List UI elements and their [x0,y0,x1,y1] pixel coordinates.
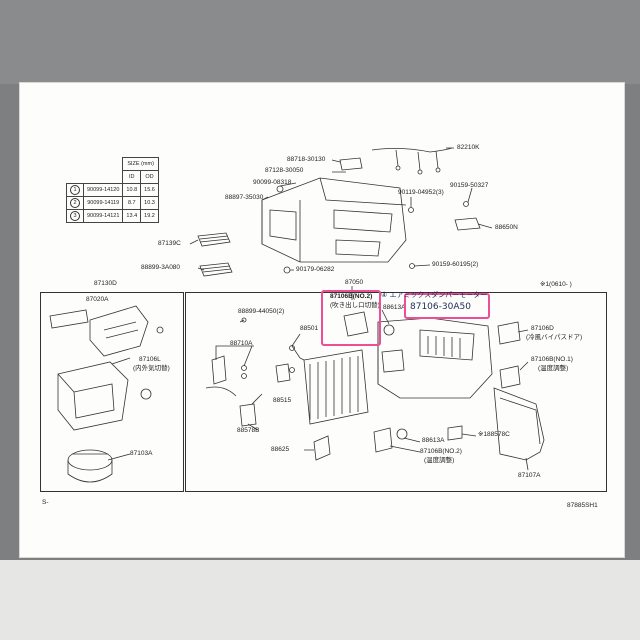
part-label-90159a: 90159-50327 [450,182,489,189]
part-number: 90099-14120 [82,183,124,197]
part-note-87106B-top: (吹き出し口切替) [330,302,380,309]
inner-diameter: 8.7 [122,196,142,210]
outer-diameter: 19.2 [140,209,159,223]
handwritten-note: ④ エアミックスダンパーモーター [381,291,488,299]
part-label-88718: 88718-30130 [287,156,326,163]
size-table-col-id: ID [122,170,142,184]
blower-section-box [40,292,184,492]
row-number: 3 [70,211,80,221]
part-number: 90099-14119 [82,196,124,210]
handwritten-part-number: 87106-30A50 [410,302,471,312]
highlight-box-part-number [404,293,490,319]
evaporator-section-box [185,292,607,492]
part-label-87103: 87103A [130,450,153,457]
outer-diameter: 10.3 [140,196,159,210]
outer-diameter: 15.6 [140,183,159,197]
part-label-87128: 87128-30050 [265,167,304,174]
row-number: 1 [70,185,80,195]
part-label-87020: 87020A [86,296,109,303]
size-table-header: SIZE (mm) [122,157,159,171]
footer-right: 87885SH1 [567,502,598,509]
part-label-88625: 88625 [271,446,290,453]
table-row: 1 90099-14120 10.8 15.6 [66,183,159,197]
part-label-90099: 90099-08318 [253,179,292,186]
part-label-87106B-right: 87106B(NO.1) [531,356,573,363]
part-label-88710: 88710A [230,340,253,347]
part-label-87106D: 87106D [531,325,554,332]
row-number: 2 [70,198,80,208]
part-label-88578C: ※188578C [478,431,510,438]
part-label-87106B-bottom: 87106B(NO.2) [420,448,462,455]
part-label-87106B-top: 87106B(NO.2) [330,293,373,300]
part-label-90119: 90119-04952(3) [398,189,444,196]
table-row: 3 90099-14121 13.4 19.2 [66,209,159,223]
part-label-88613-bottom: 88613A [422,437,445,444]
part-number: 90099-14121 [82,209,124,223]
part-label-88650: 88650N [495,224,518,231]
part-note-87106B-right: (温度調整) [538,365,569,372]
part-label-88613-top: 88613A [383,304,406,311]
part-note-87106D: (冷風バイパスドア) [526,334,583,341]
part-label-87107: 87107A [518,472,541,479]
size-table-col-od: OD [140,170,159,184]
footer-left: S- [42,499,49,506]
background-bottom [0,560,640,640]
part-note-87106L: (内外気切替) [133,365,170,372]
inner-diameter: 13.4 [122,209,142,223]
part-label-88899b: 88899-44050(2) [238,308,285,315]
part-label-88515: 88515 [273,397,292,404]
part-label-88578: 88578B [237,427,260,434]
part-label-87050: 87050 [345,279,364,286]
part-label-88897: 88897-35030 [225,194,264,201]
reference-note: ※1(0610- ) [540,281,572,288]
part-label-87130: 87130D [94,280,117,287]
inner-diameter: 10.8 [122,183,142,197]
part-label-82210: 82210K [457,144,480,151]
part-note-87106B-bottom: (温度調整) [424,457,455,464]
part-label-87139: 87139C [158,240,181,247]
highlight-box-actuator [321,290,381,346]
part-label-90159b: 90159-60195(2) [432,261,479,268]
table-row: 2 90099-14119 8.7 10.3 [66,196,159,210]
part-label-87106L: 87106L [139,356,161,363]
part-label-90179: 90179-06282 [296,266,335,273]
part-label-88501: 88501 [300,325,319,332]
hose-size-table: SIZE (mm) ID OD 1 90099-14120 10.8 15.6 … [66,157,159,223]
part-label-88899a: 88899-3A080 [141,264,181,271]
background-top [0,0,640,84]
